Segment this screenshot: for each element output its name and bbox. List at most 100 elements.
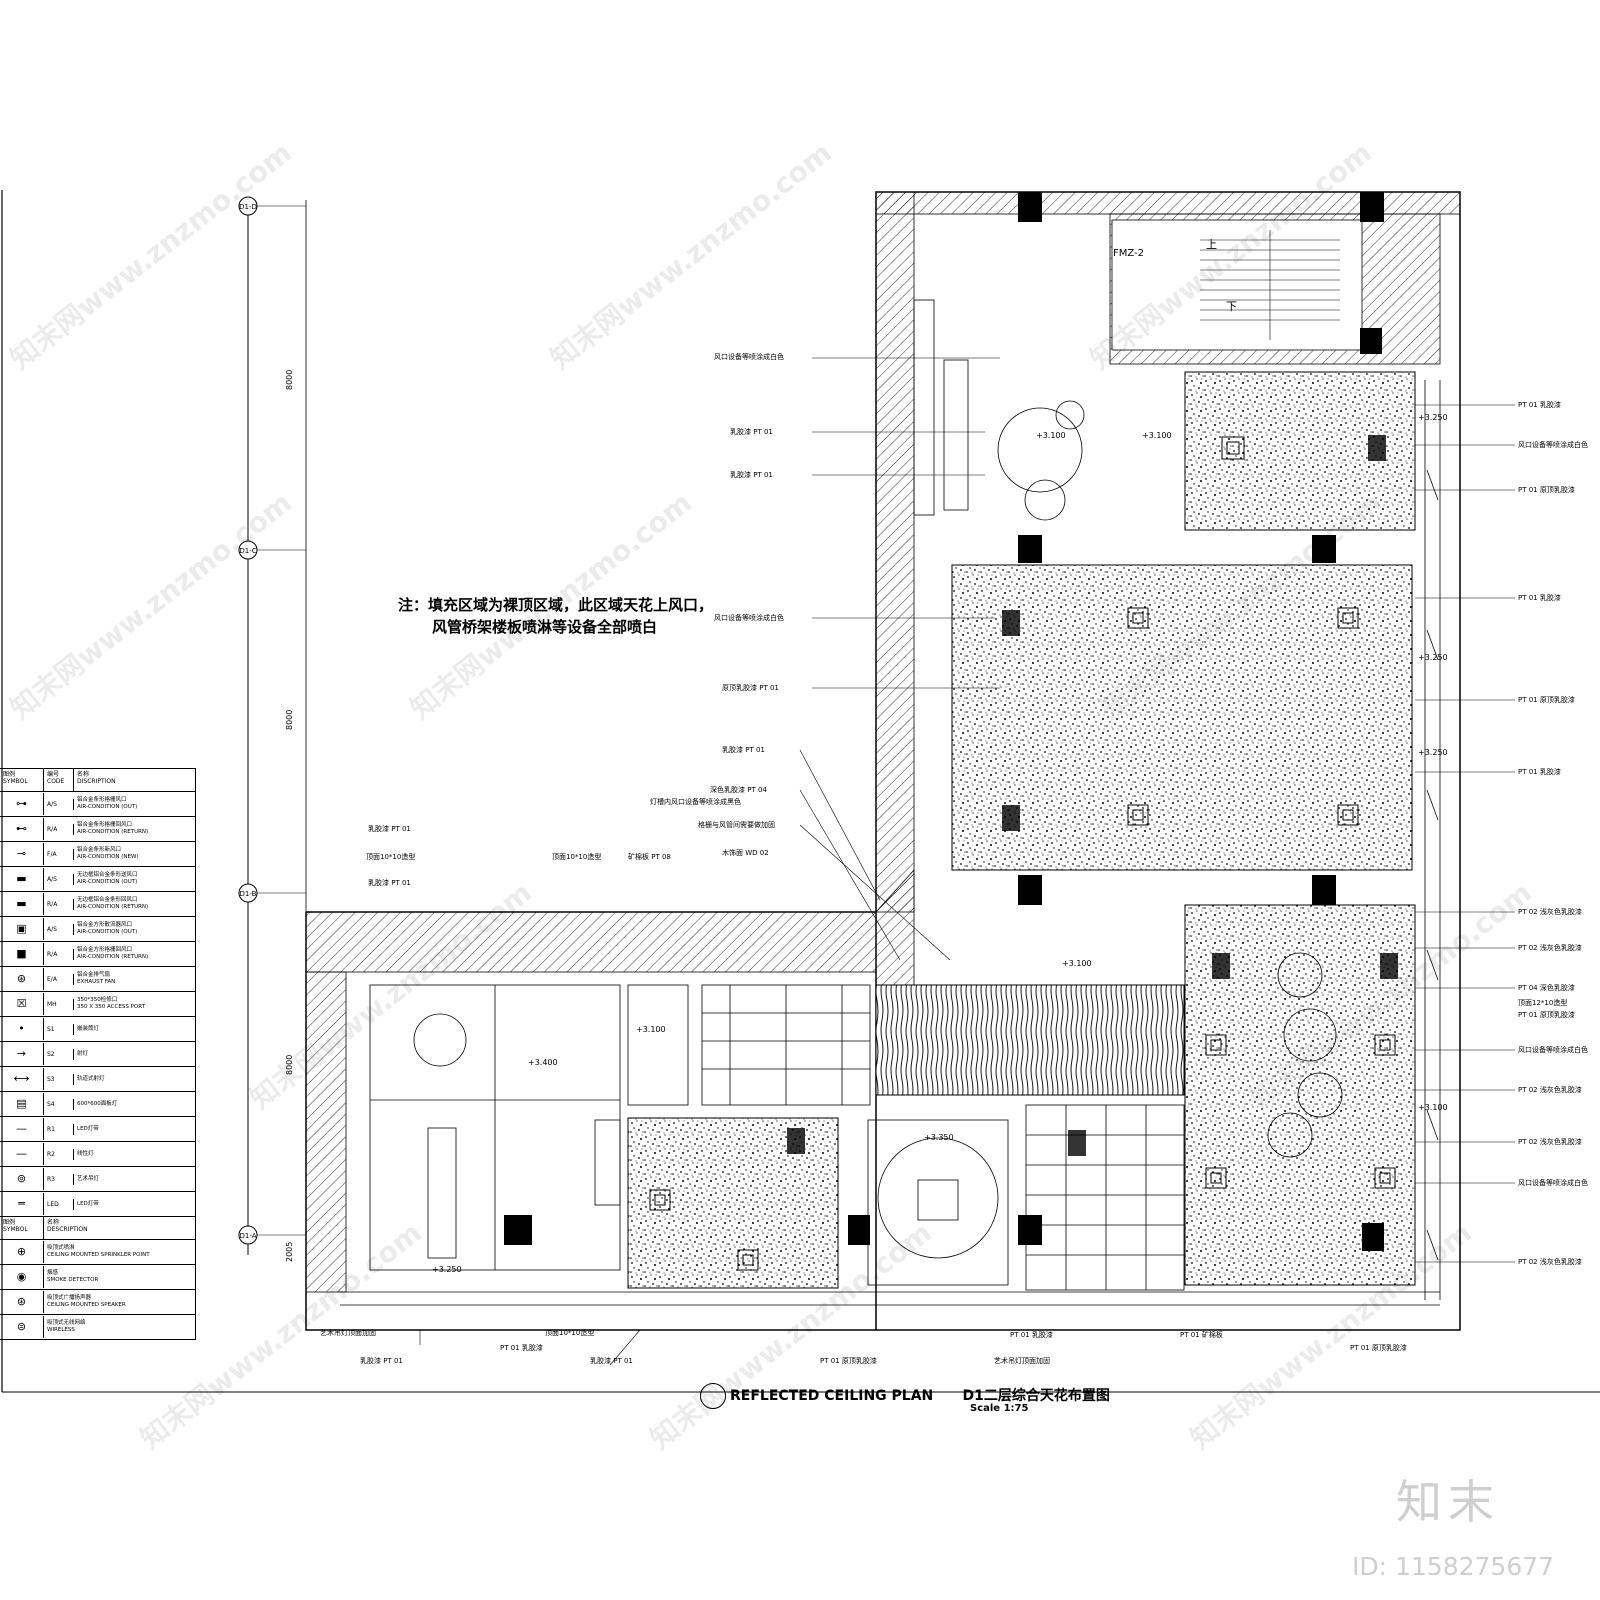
watermark-text: 知末网www.znzmo.com [4,136,298,376]
callout-label: PT 01 原顶乳胶漆 [820,1357,877,1365]
legend-symbol-icon: ▬ [0,893,44,915]
image-id: ID: 1158275677 [1352,1552,1555,1581]
legend-desc-en: EXHAUST FAN [77,979,116,985]
legend-desc-en: CEILING MOUNTED SPEAKER [47,1302,126,1308]
watermark-text: 知末网www.znzmo.com [544,136,838,376]
legend-symbol-icon: ⊷ [0,818,44,840]
legend-code: S3 [44,1073,74,1085]
callout-label: 深色乳胶漆 PT 04 [710,786,767,794]
legend-desc-en: AIR-CONDITION (RETURN) [77,904,149,910]
callout-label: 顶面10*10造型 [545,1329,595,1337]
legend-desc: 嵌装筒灯 [74,1024,195,1035]
level-marker: +3.100 [1142,431,1172,440]
legend-desc-en: 350 X 350 ACCESS PORT [77,1004,145,1010]
legend-symbol-icon: ▣ [0,918,44,940]
legend-symbol-icon: ⊛ [0,968,44,990]
legend-desc-cn: 铝合金条形新风口 [77,847,122,853]
legend-header-cell: 名称 [77,771,90,778]
legend-symbol-icon: ⊶ [0,793,44,815]
legend-code: LED [44,1198,74,1210]
legend-symbol-icon: ■ [0,943,44,965]
callout-label: PT 01 原顶乳胶漆 [1518,696,1575,704]
callout-label: PT 01 乳胶漆 [500,1344,543,1352]
legend-desc-cn: 嵌装筒灯 [77,1025,100,1032]
callout-label: 原顶乳胶漆 PT 01 [722,684,779,692]
drawing-title-en: REFLECTED CEILING PLAN [730,1388,934,1404]
legend-desc: 线性灯 [74,1149,195,1160]
callout-label: 顶面10*10造型 [552,853,602,861]
legend-desc-cn: 铝合金条形格栅风口 [77,797,127,803]
legend-desc-en: AIR-CONDITION (OUT) [77,929,138,935]
legend-code: R1 [44,1123,74,1135]
legend-symbol-icon: ⊛ [0,1291,44,1313]
stair-down-label: 下 [1226,300,1237,313]
legend-code: F/A [44,848,74,860]
callout-label: 风口设备等喷涂成白色 [1518,1179,1588,1187]
callout-label: 风口设备等喷涂成白色 [1518,1046,1588,1054]
callout-label: PT 02 浅灰色乳胶漆 [1518,1086,1582,1094]
legend-desc: LED灯带 [74,1199,195,1210]
legend-desc: 艺术吊灯 [74,1174,195,1185]
legend-symbol-icon: ☒ [0,993,44,1015]
dimension-label: 2005 [285,1242,294,1262]
watermark-text: 知末网www.znzmo.com [4,486,298,726]
legend-desc-cn: 无边框铝合金条形回风口 [77,897,138,903]
legend-desc: 射灯 [74,1049,195,1060]
note-line: 注：填充区域为裸顶区域，此区域天花上风口， [398,596,714,614]
legend-symbol-icon: ⊸ [0,843,44,865]
legend-symbol-icon: ◉ [0,1266,44,1288]
callout-label: 乳胶漆 PT 01 [360,1357,403,1365]
drawing-title: REFLECTED CEILING PLAN D1二层综合天花布置图 [730,1385,1110,1405]
legend-symbol-icon: — [0,1143,44,1165]
legend-desc-cn: 铝合金方形散流器风口 [77,922,133,928]
legend-desc-cn: 射灯 [77,1050,89,1057]
legend-symbol-icon: ═ [0,1193,44,1215]
title-circle-icon [700,1383,726,1409]
callout-label: PT 01 原顶乳胶漆 [1518,1011,1575,1019]
callout-label: 风口设备等喷涂成白色 [714,614,784,622]
legend-desc-en: AIR-CONDITION (RETURN) [77,829,149,835]
callout-label: PT 02 浅灰色乳胶漆 [1518,1258,1582,1266]
callout-label: PT 01 原顶乳胶漆 [1518,486,1575,494]
legend-desc-en: AIR-CONDITION (RETURN) [77,954,149,960]
callout-label: 风口设备等喷涂成白色 [1518,441,1588,449]
callout-label: 顶面12*10造型 [1518,999,1568,1007]
legend-desc-cn: 350*350检修口 [77,997,118,1003]
legend-code: A/S [44,798,74,810]
callout-label: 乳胶漆 PT 01 [368,879,411,887]
callout-label: 艺术吊灯顶面加固 [320,1329,376,1337]
legend-header-cell: 名称 [47,1219,60,1226]
callout-label: 矿棉板 PT 08 [628,853,671,861]
drawing-note: 注：填充区域为裸顶区域，此区域天花上风口， 风管桥架楼板喷淋等设备全部喷白 [398,594,714,638]
legend-desc-cn: 无边框铝合金条形送风口 [77,872,138,878]
legend-header-cell: 图例 [3,771,16,778]
level-marker: +3.100 [1418,1103,1448,1112]
legend-code: R/A [44,948,74,960]
legend-header-cell: 编号 [47,771,60,778]
legend-symbol-icon: ⊚ [0,1168,44,1190]
legend-desc-cn: 吸顶式广播扬声器 [47,1295,92,1301]
